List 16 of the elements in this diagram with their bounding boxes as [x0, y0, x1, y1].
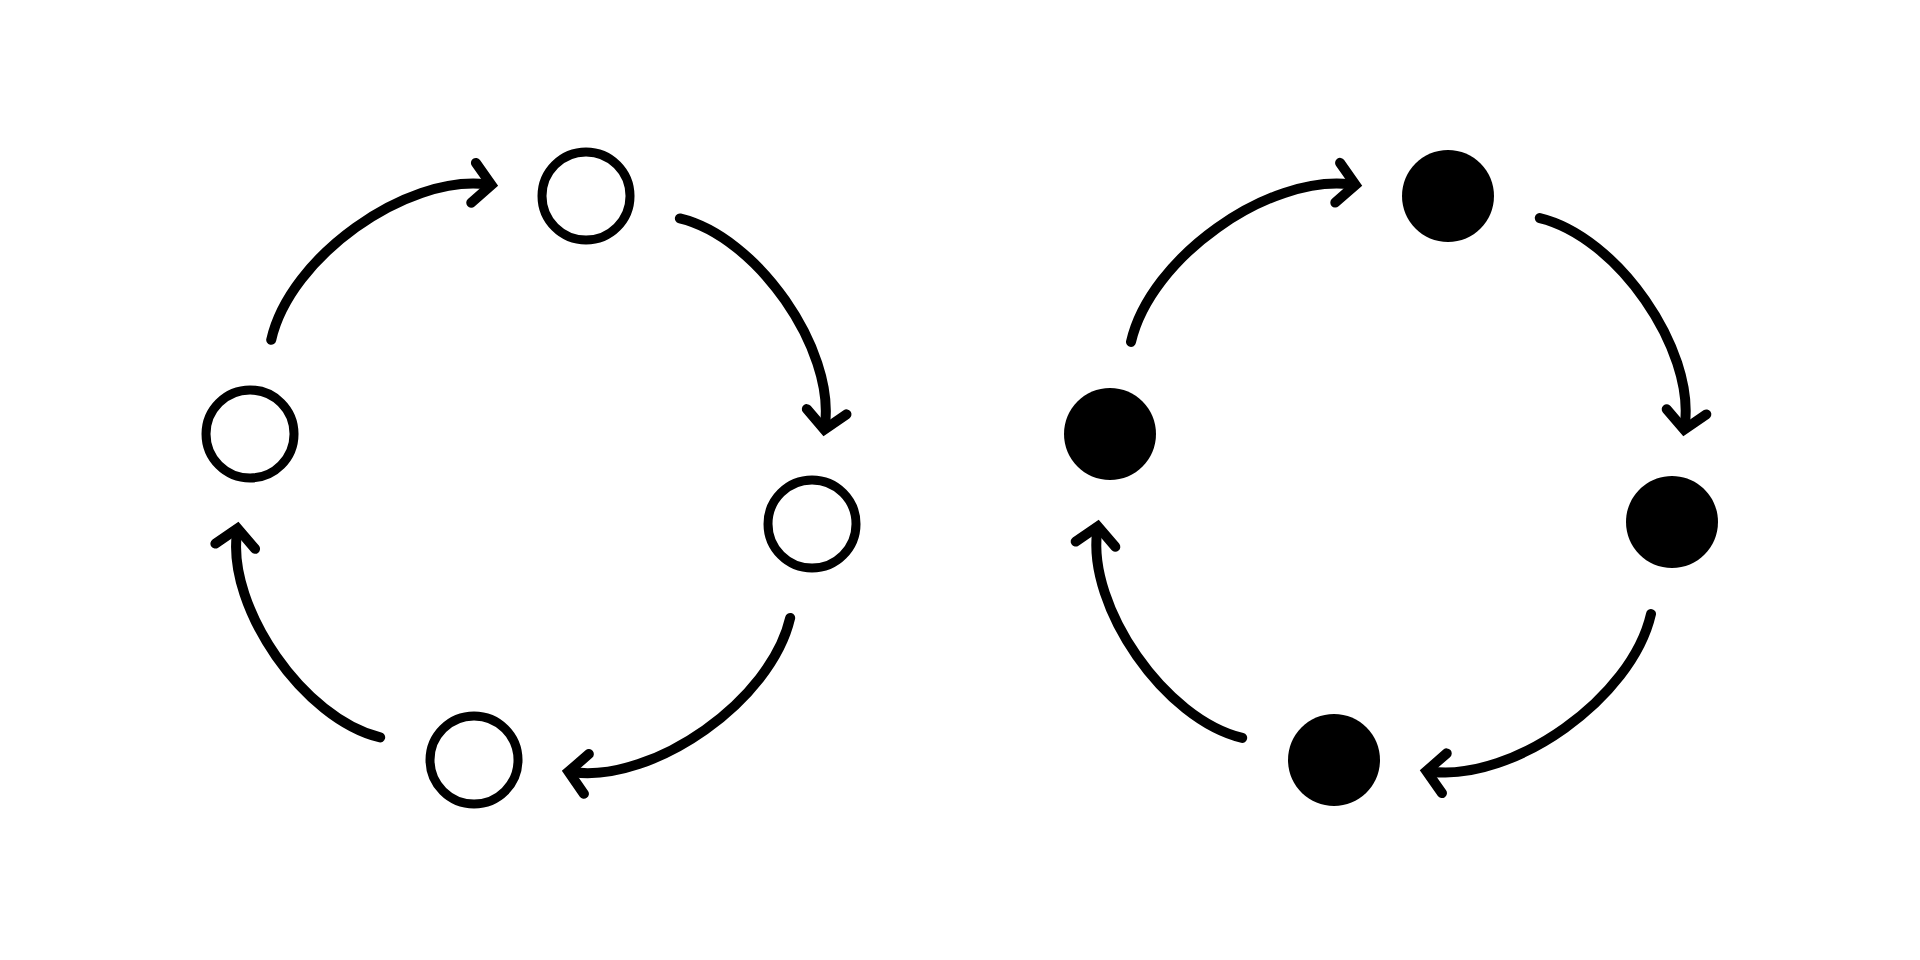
dot-node [1626, 475, 1718, 568]
arrow [561, 612, 796, 799]
arrow [266, 157, 499, 345]
arrow [1534, 213, 1712, 437]
arrow [1126, 157, 1363, 347]
arrow [210, 521, 386, 743]
arrow [1070, 519, 1248, 743]
arrow [1419, 609, 1656, 799]
dot-node [1064, 387, 1156, 480]
dot-node [1402, 149, 1494, 242]
circle-node [537, 147, 635, 245]
circle-node [425, 711, 523, 809]
arrow [674, 213, 852, 437]
circle-node [201, 385, 299, 483]
dot-node [1288, 713, 1380, 806]
circle-node [763, 475, 861, 573]
